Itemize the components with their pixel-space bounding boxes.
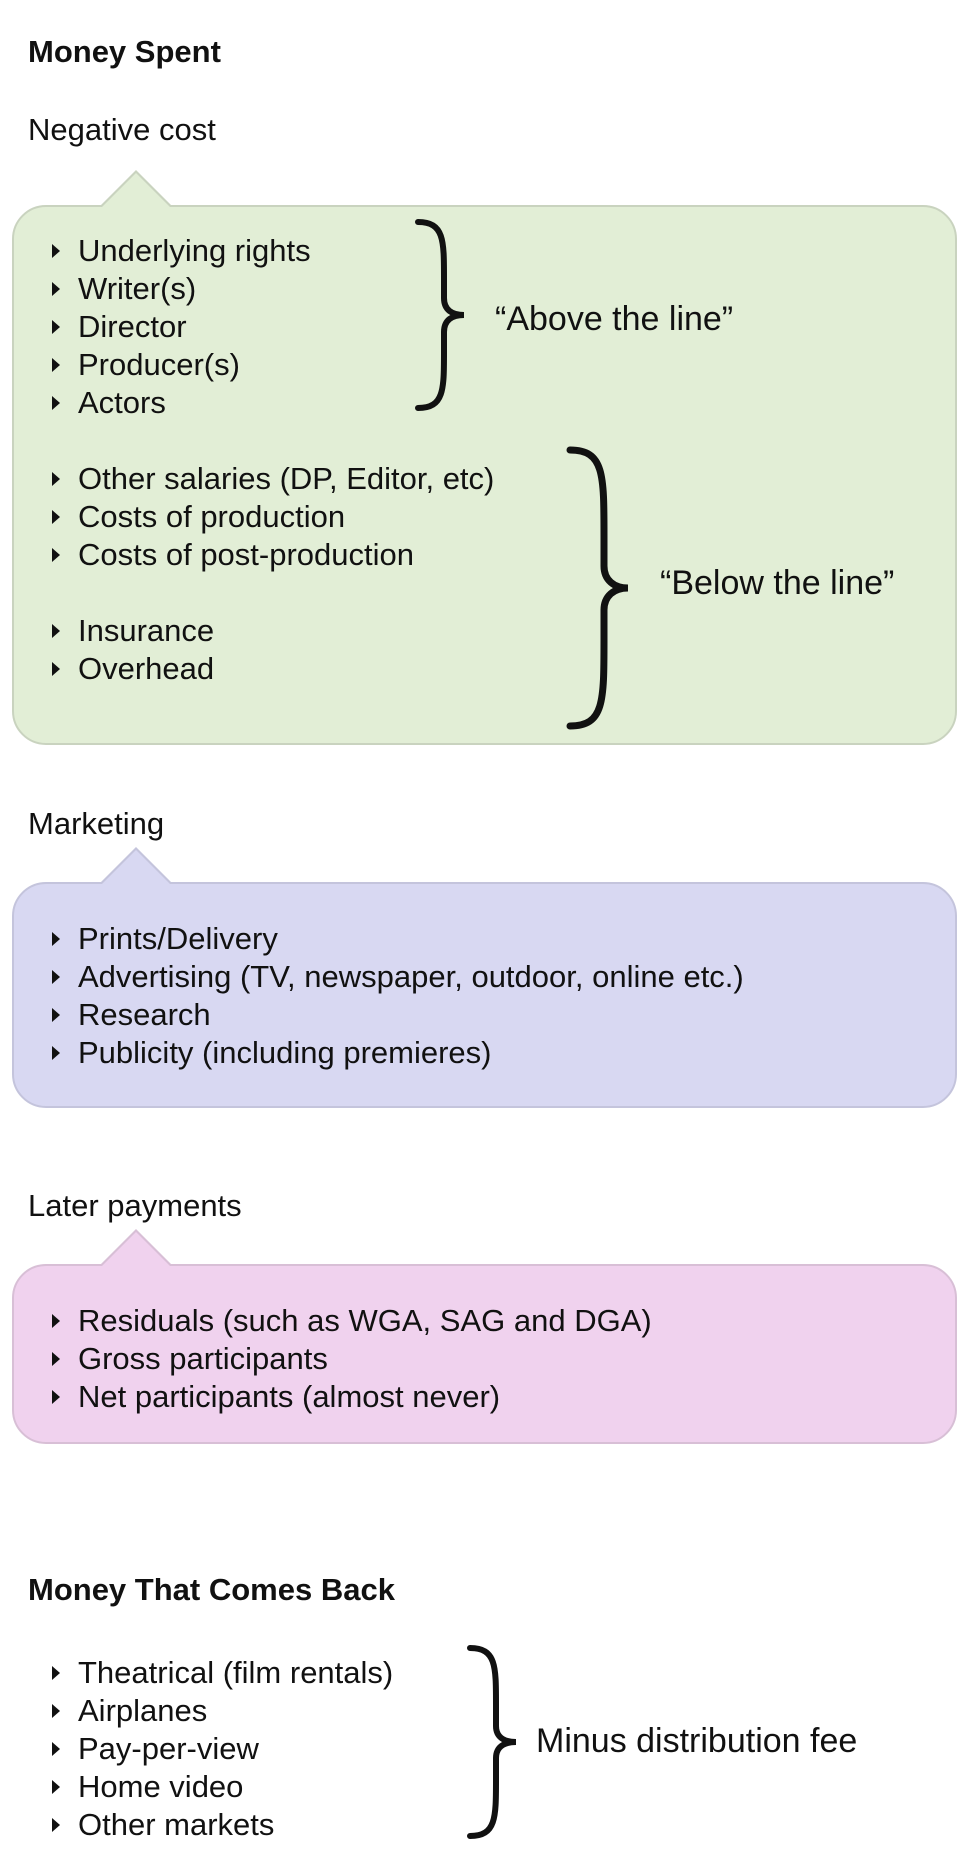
above-the-line-brace-icon <box>415 219 465 411</box>
money-spent-heading: Money Spent <box>28 34 221 69</box>
money-back-heading: Money That Comes Back <box>28 1572 395 1607</box>
list-item: Writer(s) <box>52 270 311 308</box>
list-item: Pay-per-view <box>52 1730 393 1768</box>
list-item: Theatrical (film rentals) <box>52 1654 393 1692</box>
money-back-list: Theatrical (film rentals) Airplanes Pay-… <box>52 1654 393 1844</box>
list-item: Underlying rights <box>52 232 311 270</box>
list-item: Other markets <box>52 1806 393 1844</box>
list-item: Actors <box>52 384 311 422</box>
triangle-bullet-icon <box>52 472 60 486</box>
triangle-bullet-icon <box>52 1780 60 1794</box>
triangle-bullet-icon <box>52 1666 60 1680</box>
triangle-bullet-icon <box>52 662 60 676</box>
triangle-bullet-icon <box>52 1704 60 1718</box>
callout-notch-fill <box>102 173 170 207</box>
below-the-line-list-b: Insurance Overhead <box>52 612 214 688</box>
list-item: Net participants (almost never) <box>52 1378 652 1416</box>
marketing-list: Prints/Delivery Advertising (TV, newspap… <box>52 920 744 1072</box>
triangle-bullet-icon <box>52 932 60 946</box>
triangle-bullet-icon <box>52 970 60 984</box>
triangle-bullet-icon <box>52 320 60 334</box>
triangle-bullet-icon <box>52 624 60 638</box>
above-the-line-list: Underlying rights Writer(s) Director Pro… <box>52 232 311 422</box>
marketing-callout <box>12 847 957 1108</box>
triangle-bullet-icon <box>52 358 60 372</box>
marketing-label: Marketing <box>28 806 165 841</box>
below-the-line-brace-icon <box>566 446 629 730</box>
list-item: Advertising (TV, newspaper, outdoor, onl… <box>52 958 744 996</box>
list-item: Costs of production <box>52 498 494 536</box>
triangle-bullet-icon <box>52 1742 60 1756</box>
triangle-bullet-icon <box>52 282 60 296</box>
triangle-bullet-icon <box>52 510 60 524</box>
list-item: Overhead <box>52 650 214 688</box>
below-the-line-label: “Below the line” <box>660 564 895 602</box>
list-item: Director <box>52 308 311 346</box>
list-item: Gross participants <box>52 1340 652 1378</box>
triangle-bullet-icon <box>52 1046 60 1060</box>
above-the-line-label: “Above the line” <box>495 300 734 338</box>
list-item: Research <box>52 996 744 1034</box>
triangle-bullet-icon <box>52 1008 60 1022</box>
below-the-line-list-a: Other salaries (DP, Editor, etc) Costs o… <box>52 460 494 574</box>
list-item: Other salaries (DP, Editor, etc) <box>52 460 494 498</box>
later-payments-label: Later payments <box>28 1188 242 1223</box>
list-item: Costs of post-production <box>52 536 494 574</box>
negative-cost-callout <box>12 170 957 745</box>
distribution-fee-brace-icon <box>467 1645 517 1839</box>
list-item: Producer(s) <box>52 346 311 384</box>
list-item: Residuals (such as WGA, SAG and DGA) <box>52 1302 652 1340</box>
callout-notch-fill <box>102 1232 170 1266</box>
list-item: Publicity (including premieres) <box>52 1034 744 1072</box>
callout-notch-fill <box>102 850 170 884</box>
list-item: Insurance <box>52 612 214 650</box>
triangle-bullet-icon <box>52 1314 60 1328</box>
list-item: Prints/Delivery <box>52 920 744 958</box>
later-payments-list: Residuals (such as WGA, SAG and DGA) Gro… <box>52 1302 652 1416</box>
list-item: Home video <box>52 1768 393 1806</box>
triangle-bullet-icon <box>52 396 60 410</box>
triangle-bullet-icon <box>52 1390 60 1404</box>
triangle-bullet-icon <box>52 244 60 258</box>
triangle-bullet-icon <box>52 548 60 562</box>
later-payments-callout <box>12 1229 957 1444</box>
triangle-bullet-icon <box>52 1818 60 1832</box>
negative-cost-label: Negative cost <box>28 112 216 147</box>
minus-distribution-fee-label: Minus distribution fee <box>536 1722 858 1760</box>
list-item: Airplanes <box>52 1692 393 1730</box>
triangle-bullet-icon <box>52 1352 60 1366</box>
